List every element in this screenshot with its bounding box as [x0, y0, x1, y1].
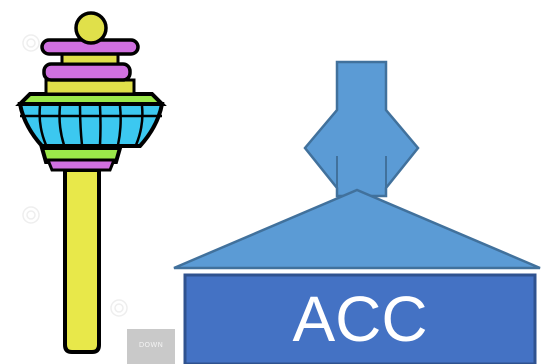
roof-shape	[174, 190, 540, 268]
double-arrow-icon	[305, 62, 418, 196]
acc-block	[185, 275, 535, 364]
